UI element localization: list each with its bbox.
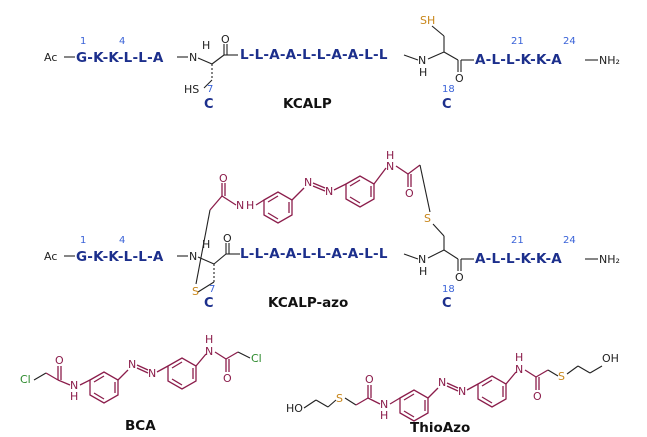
residue-number-24: 24: [563, 36, 576, 47]
azo-n2: N: [325, 185, 333, 198]
kcalp-azo-title: KCALP-azo: [268, 295, 348, 311]
thioazo-amide2-n: N: [515, 363, 523, 376]
residue-number-7: 7: [207, 84, 213, 95]
bca-azo-n1: N: [128, 358, 136, 371]
linker-amide1-h: H: [246, 199, 254, 212]
cys18-carbonyl-o: O: [455, 72, 464, 85]
linker-amide2-h: H: [386, 149, 394, 162]
cys18-thioether: S: [424, 212, 431, 225]
bca-amide1-h: H: [70, 390, 78, 403]
thioazo-azo-n2: N: [458, 385, 466, 398]
acetyl-cap: Ac: [44, 250, 57, 263]
kcalp-azo-segment-1: G-K-K-L-L-A: [76, 249, 164, 265]
bca-amide1-o: O: [55, 354, 64, 367]
cys7-amide-h: H: [202, 238, 210, 251]
cys18-nitrogen: N: [418, 54, 426, 67]
cys7-label: C: [204, 296, 214, 311]
thioazo-structure: HO S O N H N N H N O S: [286, 351, 619, 436]
residue-number-1: 1: [80, 36, 86, 47]
thioazo-hydroxyl-left: HO: [286, 402, 303, 415]
acetyl-cap: Ac: [44, 51, 57, 64]
residue-number-24: 24: [563, 235, 576, 246]
thioazo-amide1-h: H: [380, 409, 388, 422]
thioazo-sulfur-right: S: [558, 370, 565, 383]
thioazo-title: ThioAzo: [410, 420, 470, 436]
linker-amide2-n: N: [386, 160, 394, 173]
residue-number-4: 4: [119, 36, 125, 47]
cys7-nitrogen: N: [189, 250, 197, 263]
thioazo-amide1-n: N: [380, 398, 388, 411]
thioazo-sulfur-left: S: [336, 392, 343, 405]
cys18-label: C: [442, 97, 452, 112]
bca-title: BCA: [125, 418, 156, 434]
bca-structure: Cl O N H N N H N O Cl BCA: [20, 333, 262, 434]
cys18-carbonyl-o: O: [455, 271, 464, 284]
residue-number-4: 4: [119, 235, 125, 246]
bca-amide2-h: H: [205, 333, 213, 346]
cys18-thiol: SH: [420, 14, 435, 27]
azo-n1: N: [304, 176, 312, 189]
kcalp-azo-segment-2: L-L-A-A-L-L-A-A-L-L: [240, 246, 388, 262]
kcalp-segment-1: G-K-K-L-L-A: [76, 50, 164, 66]
bca-azo-n2: N: [148, 367, 156, 380]
cys7-label: C: [204, 97, 214, 112]
kcalp-structure: Ac G-K-K-L-L-A 1 4 N H O HS 7 C L-L-A-A-…: [44, 14, 620, 112]
residue-number-18: 18: [442, 284, 455, 295]
cys7-thioether: S: [192, 285, 199, 298]
c-terminal-amide: NH₂: [599, 54, 620, 67]
cys18-amide-h: H: [419, 265, 427, 278]
residue-number-21: 21: [511, 235, 524, 246]
bca-amide1-n: N: [70, 379, 78, 392]
c-terminal-amide: NH₂: [599, 253, 620, 266]
kcalp-azo-segment-3: A-L-L-K-K-A: [475, 251, 562, 267]
cys18-amide-h: H: [419, 66, 427, 79]
thioazo-amide2-o: O: [533, 390, 542, 403]
thioazo-amide1-o: O: [365, 373, 374, 386]
linker-amide2-o: O: [405, 187, 414, 200]
thioazo-amide2-h: H: [515, 351, 523, 364]
cys7-thiol: HS: [184, 83, 199, 96]
kcalp-segment-3: A-L-L-K-K-A: [475, 52, 562, 68]
thioazo-azo-n1: N: [438, 376, 446, 389]
residue-number-21: 21: [511, 36, 524, 47]
linker-amide1-o: O: [219, 172, 228, 185]
cys18-nitrogen: N: [418, 253, 426, 266]
cys18-label: C: [442, 296, 452, 311]
cys7-carbonyl-o: O: [221, 33, 230, 46]
bca-amide2-n: N: [205, 345, 213, 358]
kcalp-azo-structure: Ac G-K-K-L-L-A 1 4 N H O S 7 C O N H N: [44, 149, 620, 311]
kcalp-segment-2: L-L-A-A-L-L-A-A-L-L: [240, 47, 388, 63]
residue-number-1: 1: [80, 235, 86, 246]
residue-number-7: 7: [209, 284, 215, 295]
cys7-nitrogen: N: [189, 51, 197, 64]
residue-number-18: 18: [442, 84, 455, 95]
linker-amide1-n: N: [236, 199, 244, 212]
thioazo-hydroxyl-right: OH: [602, 352, 619, 365]
kcalp-title: KCALP: [283, 96, 332, 112]
bca-amide2-o: O: [223, 372, 232, 385]
cys7-carbonyl-o: O: [223, 232, 232, 245]
cys7-amide-h: H: [202, 39, 210, 52]
bca-chlorine-right: Cl: [251, 352, 262, 365]
bca-chlorine-left: Cl: [20, 373, 31, 386]
